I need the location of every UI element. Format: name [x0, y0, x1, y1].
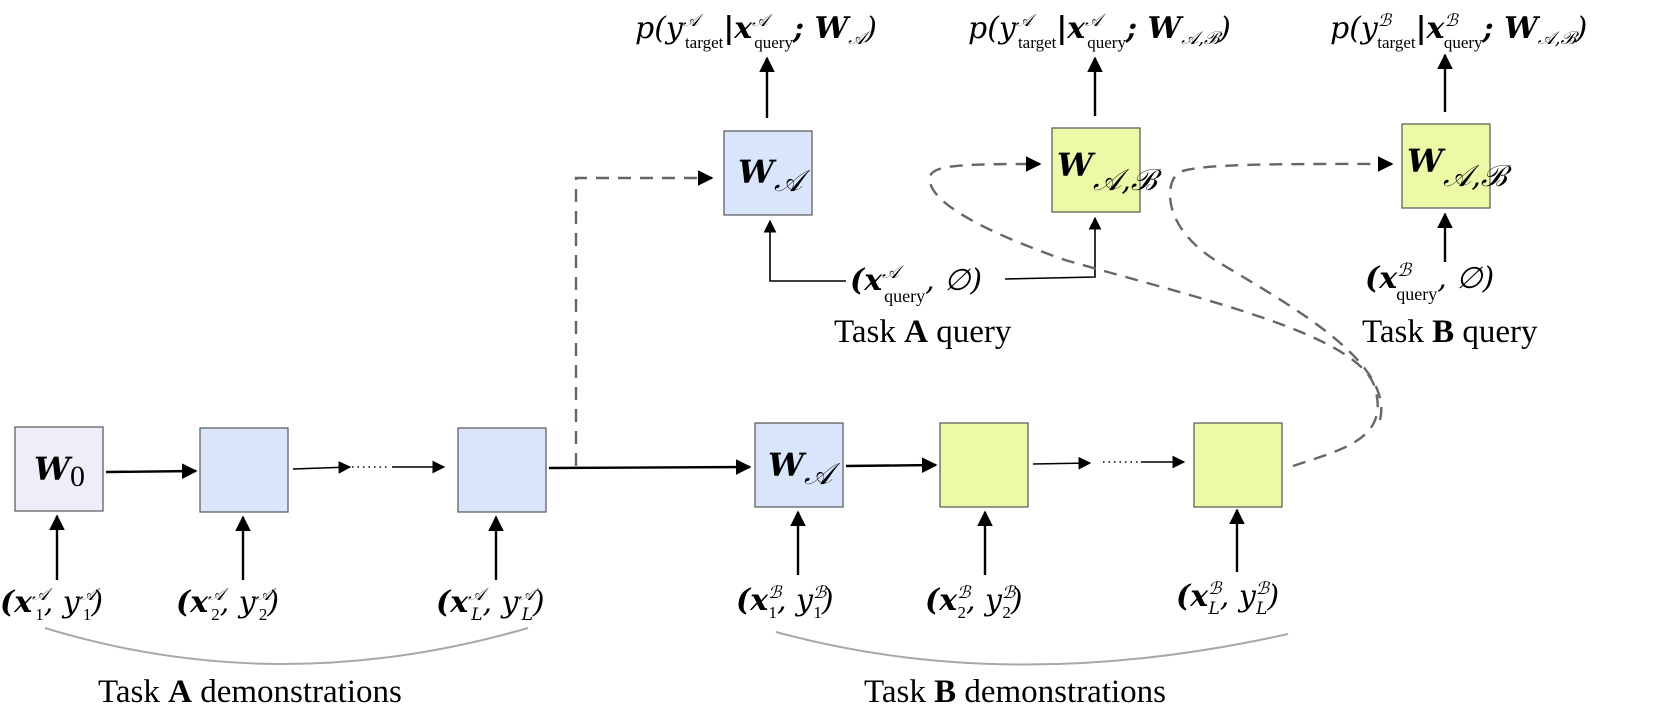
wa-bottom-box	[754, 422, 844, 508]
wab-mid-box	[1051, 127, 1141, 213]
task-b-stepL-box	[1193, 422, 1283, 508]
task-b-step2-box	[939, 422, 1029, 508]
task-b-demonstrations-caption: Task B demonstrations	[864, 674, 1166, 705]
task-b-demonstrations-brace	[775, 631, 1289, 666]
dashed-to-wa-top	[574, 170, 714, 466]
task-b-query-caption: Task B query	[1362, 314, 1538, 350]
wab-mid-label: W𝒜,ℬ	[1057, 146, 1162, 198]
arrow-stepL-to-wa	[548, 459, 752, 475]
arrow-b2-to-dots	[1032, 456, 1092, 470]
wa-top-box	[723, 130, 813, 216]
w0-label: W0	[34, 450, 85, 493]
task-a-step2-box	[199, 427, 289, 513]
wab-right-box	[1401, 123, 1491, 209]
task-a-demonstrations-caption: Task A demonstrations	[98, 674, 402, 705]
query-a-to-wab-arrow	[1004, 216, 1102, 280]
dashed-loop-to-wab-right	[1168, 156, 1394, 421]
task-a-demonstrations-brace	[44, 627, 529, 665]
dashed-loop-to-wab-mid	[928, 156, 1379, 468]
w0-box	[14, 426, 104, 512]
arrow-w0-to-step2	[105, 463, 198, 479]
query-a-to-wa-arrow	[763, 219, 846, 282]
arrow-wa-to-b2	[845, 457, 938, 473]
task-a-stepL-box	[457, 427, 547, 513]
task-a-query-caption: Task A query	[834, 314, 1012, 350]
arrow-step2-to-dots	[292, 461, 352, 474]
wab-right-label: W𝒜,ℬ	[1407, 142, 1512, 194]
